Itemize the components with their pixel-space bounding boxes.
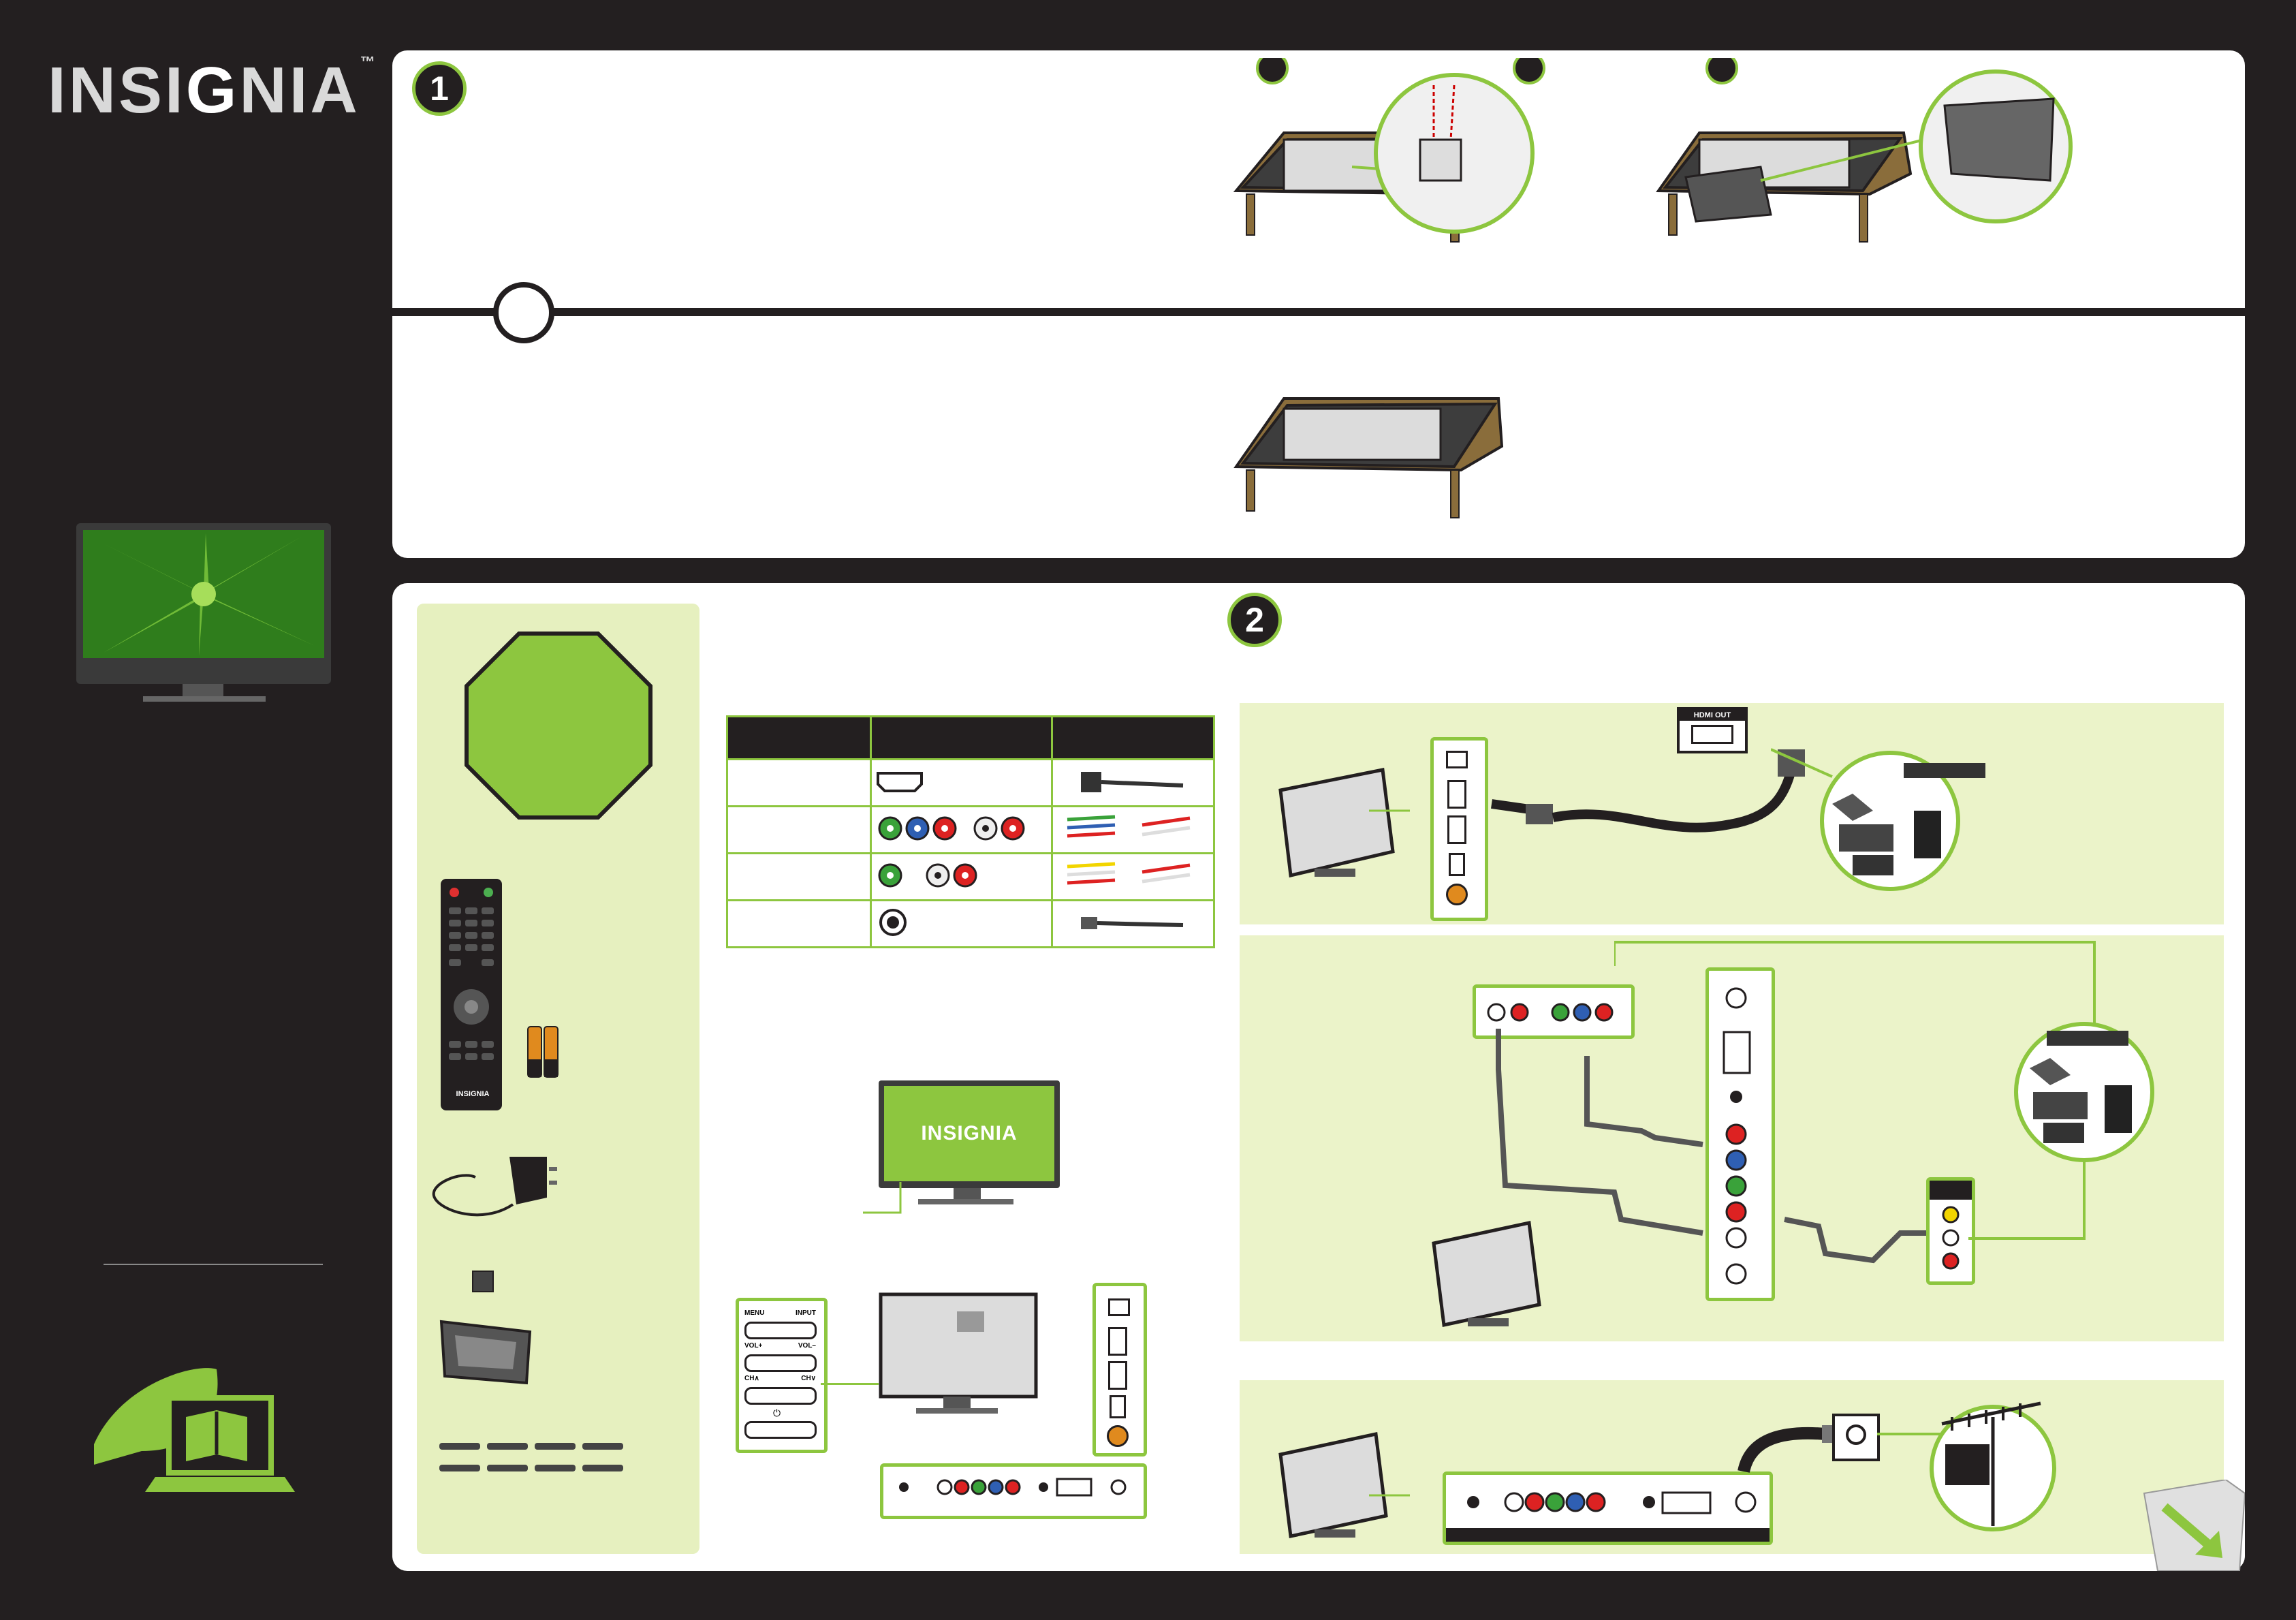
power-adapter-image <box>432 1157 557 1217</box>
side-control-panel: MENU INPUT VOL+ VOL– CH∧ CH∨ ⏻ <box>736 1298 828 1453</box>
screws-image <box>439 1443 623 1471</box>
power-icon: ⏻ <box>773 1407 781 1418</box>
table-row <box>726 805 1215 854</box>
connector-line <box>821 1383 879 1385</box>
step1-badge: 1 <box>412 61 467 116</box>
hdmi-out-label: HDMI OUT <box>1680 710 1745 721</box>
component-cable-icon <box>1067 815 1191 837</box>
tv-back-image <box>879 1292 1038 1414</box>
stand-assembly-illustration <box>1233 58 2073 243</box>
brand-logo: INSIGNIA™ <box>48 53 378 127</box>
step2-badge: 2 <box>1227 593 1282 647</box>
antenna-icon <box>1877 1401 2056 1531</box>
screw-cover-image <box>472 1271 494 1292</box>
bottom-jack-panel <box>880 1463 1147 1519</box>
av-ports-icon <box>878 863 977 887</box>
source-devices-circle-b <box>1614 941 2154 1240</box>
stand-base-image <box>439 1320 532 1385</box>
vol-up-label: VOL+ <box>744 1342 763 1350</box>
tv-screen-logo: INSIGNIA <box>921 1122 1018 1144</box>
hdmi-jack-panel <box>1430 737 1488 921</box>
component-tv-back-image <box>1432 1220 1541 1328</box>
remote-logo: INSIGNIA <box>456 1090 490 1098</box>
tv-screen-leaf-image <box>83 530 324 658</box>
table-row <box>726 758 1215 807</box>
sidebar-tv-base <box>143 696 266 702</box>
page-curl-arrow-icon[interactable] <box>2137 1480 2245 1571</box>
component-side-jacks <box>1705 967 1775 1301</box>
menu-button-label: MENU <box>744 1309 765 1317</box>
sidebar-tv-stand <box>183 684 223 698</box>
antenna-jack-panel <box>1443 1471 1773 1545</box>
component-ports-icon <box>878 816 1025 840</box>
option-circle <box>493 282 554 343</box>
tv-front-stand <box>954 1188 981 1200</box>
side-jack-panel <box>1092 1283 1147 1457</box>
component-cables-route <box>1496 1029 1928 1264</box>
batteries-image <box>527 1026 559 1078</box>
wall-jack <box>1832 1414 1880 1461</box>
leaf-laptop-icon <box>94 1368 295 1492</box>
tv-front-base <box>918 1199 1013 1204</box>
stop-octagon <box>465 632 652 820</box>
coax-port-icon <box>879 908 907 936</box>
input-button-label: INPUT <box>796 1309 816 1317</box>
leaf-icon <box>94 1368 218 1465</box>
remote-control-image <box>441 879 502 1110</box>
tv-on-table-illustration <box>1233 397 1504 518</box>
sidebar-tv-image <box>76 523 331 684</box>
table-row <box>726 852 1215 901</box>
step1-divider <box>392 308 2245 316</box>
coax-cable-icon <box>1081 916 1184 929</box>
tv-front-image: INSIGNIA <box>879 1080 1060 1188</box>
hdmi-tv-back-image <box>1278 768 1410 878</box>
source-devices-circle-a <box>1771 748 1985 891</box>
antenna-tv-back-image <box>1278 1431 1410 1539</box>
av-cable-icon <box>1067 862 1191 884</box>
ch-down-label: CH∨ <box>801 1375 816 1382</box>
tv-screen: INSIGNIA <box>884 1086 1054 1181</box>
connection-types-table <box>726 715 1215 948</box>
ch-up-label: CH∧ <box>744 1375 759 1382</box>
table-row <box>726 899 1215 948</box>
vol-down-label: VOL– <box>798 1342 816 1350</box>
hdmi-out-box: HDMI OUT <box>1677 707 1748 753</box>
sidebar-divider <box>104 1264 323 1265</box>
hdmi-cable-icon <box>1081 771 1184 792</box>
hdmi-port-icon <box>876 771 923 792</box>
av-device-jacks <box>1926 1177 1975 1285</box>
tv-power-callout-line <box>863 1182 902 1214</box>
